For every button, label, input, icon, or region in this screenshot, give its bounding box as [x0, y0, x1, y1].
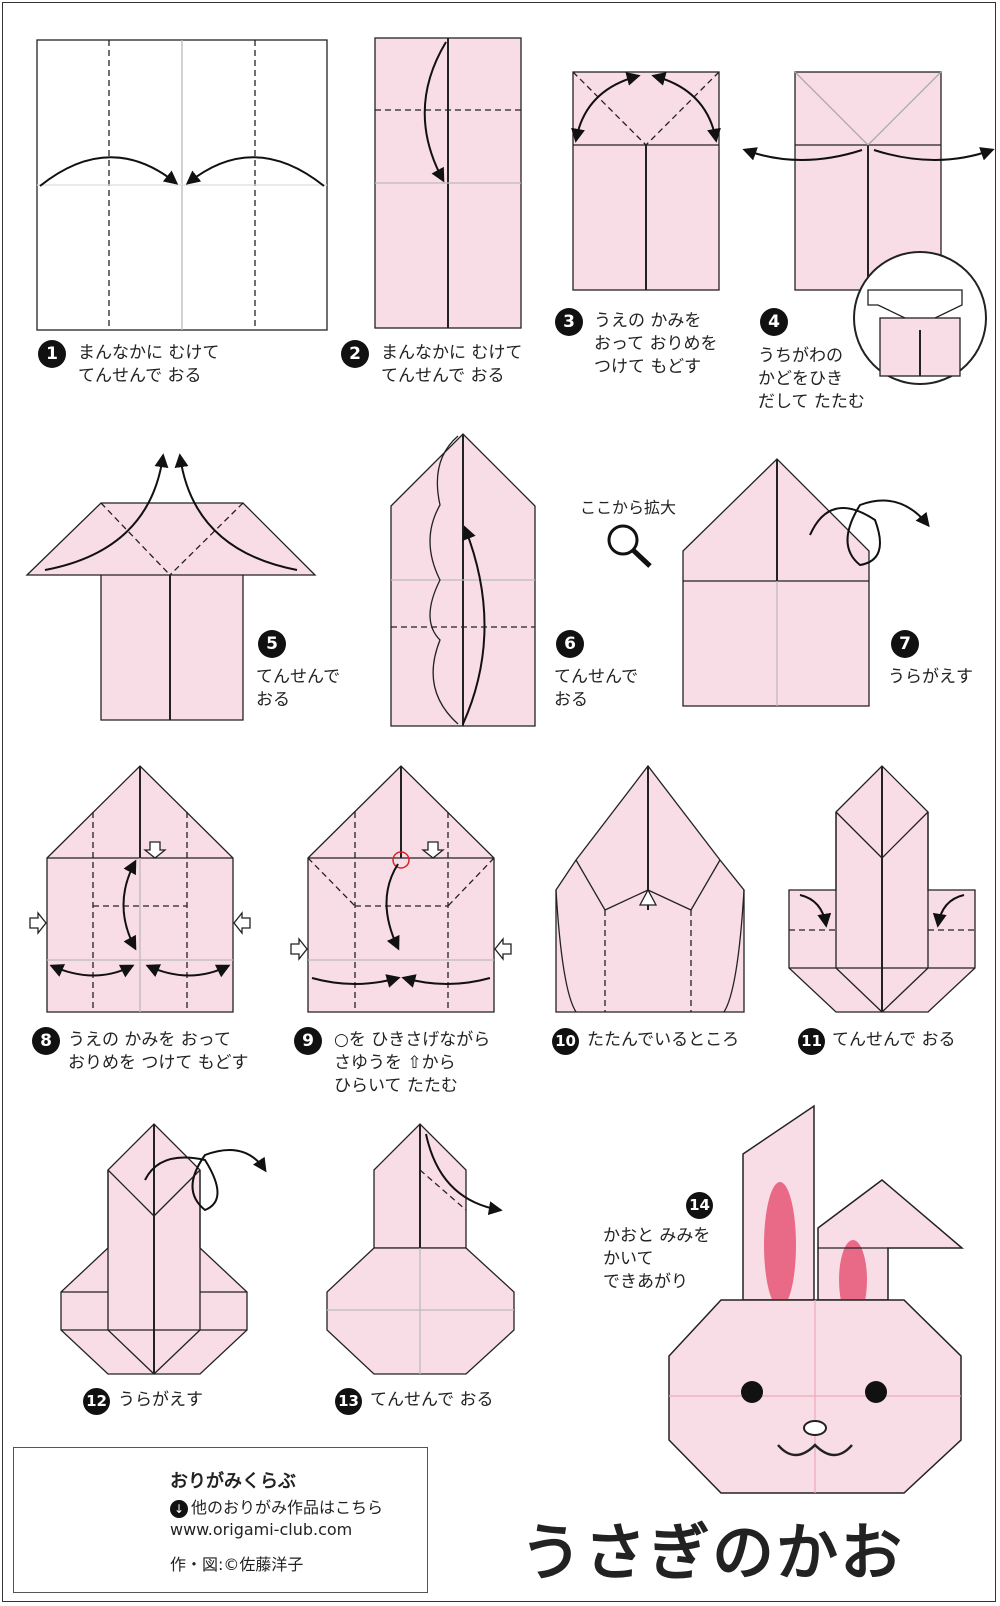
step-3-number: 3: [555, 308, 583, 336]
step-6-diagram: [390, 433, 536, 727]
step-11-diagram: [788, 765, 976, 1013]
step-14-number: 14: [686, 1192, 713, 1219]
step-2-number: 2: [341, 340, 369, 368]
step-8-number: 8: [32, 1027, 60, 1055]
step-4-diagram: [742, 71, 995, 385]
step-12-text: うらがえす: [118, 1390, 203, 1410]
step-8-diagram: [29, 765, 251, 1013]
footer-panel: [13, 1447, 428, 1593]
step-14-diagram: [668, 1104, 965, 1494]
author-credit: 作・図:©佐藤洋子: [170, 1555, 304, 1574]
page-title: うさぎのかお: [520, 1516, 905, 1589]
zoom-note: ここから拡大: [580, 498, 677, 517]
step-12-diagram: [60, 1123, 267, 1375]
step-13-text: てんせんで おる: [370, 1390, 494, 1410]
step-4-text: うちがわの かどをひき だして たたむ: [758, 346, 865, 412]
step-9-number: 9: [294, 1027, 322, 1055]
step-11-number: 11: [798, 1028, 825, 1055]
step-11-text: てんせんで おる: [832, 1030, 956, 1050]
step-3-text: うえの かみを おって おりめを つけて もどす: [594, 311, 718, 377]
magnifier-icon: [607, 524, 652, 568]
step-6-number: 6: [556, 630, 584, 658]
step-8-text: うえの かみを おって おりめを つけて もどす: [68, 1030, 249, 1073]
step-4-number: 4: [760, 308, 788, 336]
step-7-text: うらがえす: [888, 667, 973, 687]
more-link[interactable]: ↓他のおりがみ作品はこちら: [170, 1494, 383, 1518]
step-1-number: 1: [38, 340, 66, 368]
step-6-text: てんせんで おる: [554, 667, 639, 710]
brand-name: おりがみくらぶ: [170, 1471, 296, 1492]
step-3-diagram: [571, 71, 721, 291]
down-arrow-icon: ↓: [170, 1500, 188, 1518]
step-9-diagram: [290, 765, 512, 1013]
site-url[interactable]: www.origami-club.com: [170, 1520, 353, 1539]
step-2-text: まんなかに むけて てんせんで おる: [381, 343, 523, 386]
step-5-text: てんせんで おる: [256, 667, 341, 710]
step-5-number: 5: [258, 630, 286, 658]
step-12-number: 12: [83, 1388, 110, 1415]
step-7-number: 7: [891, 630, 919, 658]
step-14-text: かおと みみを かいて できあがり: [603, 1226, 711, 1292]
step-2-diagram: [374, 37, 522, 329]
step-10-number: 10: [552, 1028, 579, 1055]
step-10-diagram: [555, 764, 745, 1013]
step-1-diagram: [36, 39, 328, 331]
step-13-diagram: [326, 1123, 515, 1375]
step-7-diagram: [682, 458, 930, 707]
step-5-diagram: [25, 453, 317, 721]
step-9-text: ○を ひきさげながら さゆうを ⇧から ひらいて たたむ: [334, 1030, 491, 1096]
more-link-text: 他のおりがみ作品はこちら: [191, 1498, 384, 1517]
step-1-text: まんなかに むけて てんせんで おる: [78, 343, 220, 386]
step-10-text: たたんでいるところ: [587, 1030, 740, 1050]
step-13-number: 13: [335, 1388, 362, 1415]
